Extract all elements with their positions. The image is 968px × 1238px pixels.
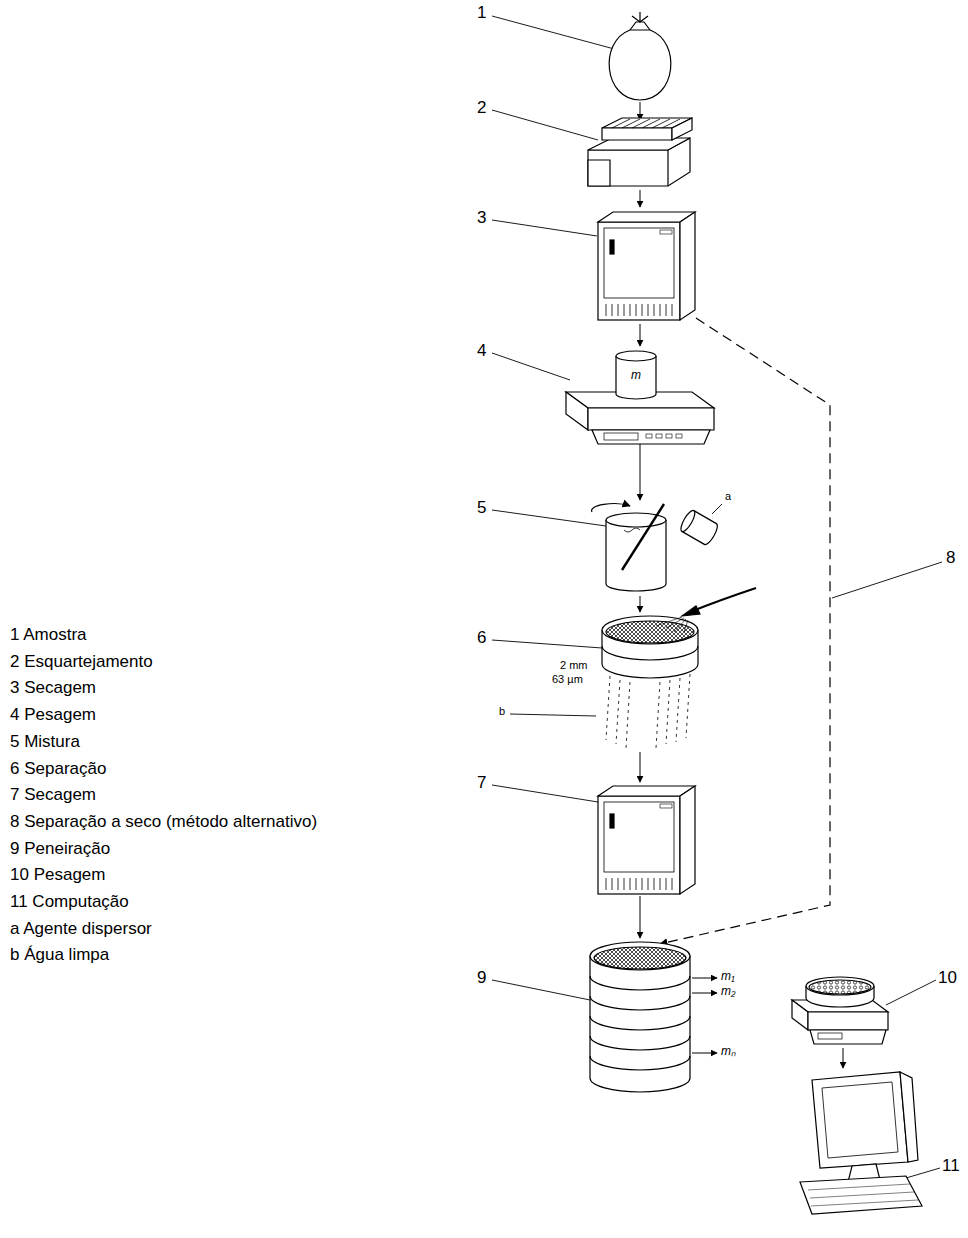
callout-number: 8 — [946, 549, 955, 568]
legend-entry: 3 Secagem — [10, 679, 96, 698]
item-letter: b — [499, 705, 505, 717]
balance — [792, 977, 888, 1044]
balance — [566, 351, 714, 444]
legend-entry: a Agente dispersor — [10, 920, 152, 939]
legend-entry: 2 Esquartejamento — [10, 653, 153, 672]
sieve-size: 63 µm — [552, 673, 583, 685]
mass-symbol: mₙ — [721, 1045, 736, 1058]
drying-oven — [598, 786, 695, 894]
drying-oven — [598, 212, 695, 320]
legend-entry: 1 Amostra — [10, 626, 87, 645]
callout-number: 1 — [477, 4, 486, 23]
callout-number: 9 — [477, 969, 486, 988]
legend-entry: 9 Peneiração — [10, 840, 110, 859]
callout-number: 5 — [477, 499, 486, 518]
legend-entry: 7 Secagem — [10, 786, 96, 805]
mass-symbol: m — [631, 369, 641, 382]
wet-sieve — [602, 588, 756, 678]
dispersant-cup — [678, 509, 719, 547]
legend-entry: 6 Separação — [10, 760, 106, 779]
item-letter: a — [725, 490, 731, 502]
callout-number: 6 — [477, 629, 486, 648]
callout-number: 3 — [477, 209, 486, 228]
mixing-beaker — [592, 504, 666, 591]
legend-entry: b Água limpa — [10, 946, 109, 965]
sieve-size: 2 mm — [560, 659, 588, 671]
callout-number: 7 — [477, 774, 486, 793]
callout-number: 4 — [477, 342, 486, 361]
legend-entry: 10 Pesagem — [10, 866, 105, 885]
water-drops — [606, 674, 690, 748]
riffle-splitter — [588, 118, 692, 186]
callout-number: 10 — [938, 969, 957, 988]
legend-entry: 8 Separação a seco (método alternativo) — [10, 813, 317, 832]
legend-entry: 5 Mistura — [10, 733, 80, 752]
mass-symbol: m₁ — [721, 970, 735, 983]
callout-number: 2 — [477, 99, 486, 118]
sieve-stack — [590, 942, 690, 1092]
legend-entry: 4 Pesagem — [10, 706, 96, 725]
legend-entry: 11 Computação — [10, 893, 129, 912]
callout-number: 11 — [942, 1157, 960, 1176]
sample-bag — [609, 12, 671, 100]
mass-symbol: m₂ — [721, 985, 736, 998]
leader-lines — [492, 16, 942, 1178]
computer — [800, 1072, 922, 1214]
